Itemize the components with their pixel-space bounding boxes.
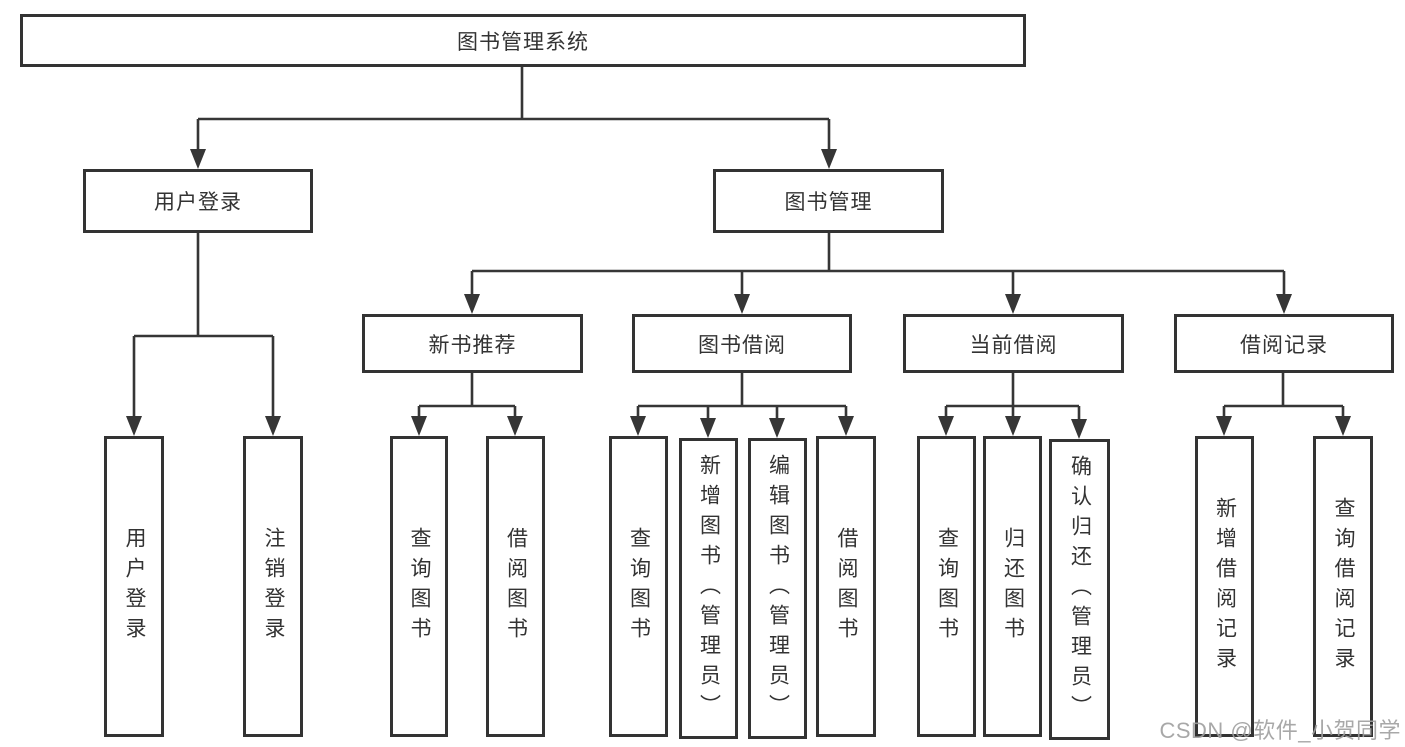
node-book-borrow: 图书借阅: [632, 314, 852, 373]
node-user-login-label: 用户登录: [154, 191, 242, 214]
node-root-label: 图书管理系统: [457, 30, 589, 54]
leaf-bb-add: 新增图书（管理员）: [679, 438, 738, 739]
connector-user-login-children: [126, 233, 281, 436]
leaf-cb-return-label: 归还图书: [1001, 526, 1025, 647]
leaf-nb-borrow: 借阅图书: [486, 436, 545, 737]
connector-book-borrow-children: [630, 373, 854, 438]
node-book-mgmt: 图书管理: [713, 169, 944, 233]
leaf-nb-query: 查询图书: [390, 436, 448, 737]
connector-new-books-children: [411, 373, 523, 436]
leaf-br-query: 查询借阅记录: [1313, 436, 1373, 737]
leaf-bb-query: 查询图书: [609, 436, 668, 737]
node-root: 图书管理系统: [20, 14, 1026, 67]
leaf-bb-borrow-label: 借阅图书: [835, 526, 859, 647]
node-new-books: 新书推荐: [362, 314, 583, 373]
connector-current-borrow-children: [938, 373, 1087, 439]
leaf-cb-query: 查询图书: [917, 436, 976, 737]
node-borrow-records: 借阅记录: [1174, 314, 1394, 373]
leaf-br-add-label: 新增借阅记录: [1213, 496, 1237, 677]
leaf-br-add: 新增借阅记录: [1195, 436, 1254, 737]
leaf-bb-query-label: 查询图书: [627, 526, 651, 647]
node-current-borrow: 当前借阅: [903, 314, 1124, 373]
leaf-user-login: 用户登录: [104, 436, 164, 737]
leaf-cb-query-label: 查询图书: [935, 526, 959, 647]
node-borrow-records-label: 借阅记录: [1240, 333, 1328, 357]
connector-borrow-records-children: [1216, 373, 1351, 436]
leaf-nb-query-label: 查询图书: [408, 526, 432, 647]
connector-book-mgmt-children: [464, 233, 1292, 314]
node-new-books-label: 新书推荐: [428, 333, 517, 357]
node-current-borrow-label: 当前借阅: [969, 333, 1058, 357]
leaf-br-query-label: 查询借阅记录: [1332, 496, 1356, 677]
node-book-mgmt-label: 图书管理: [784, 191, 873, 214]
leaf-logout: 注销登录: [243, 436, 303, 737]
connector-root-to-level2: [190, 67, 837, 169]
leaf-cb-return: 归还图书: [983, 436, 1042, 737]
node-user-login: 用户登录: [83, 169, 313, 233]
leaf-user-login-label: 用户登录: [123, 526, 147, 647]
leaf-cb-confirm-label: 确认归还（管理员）: [1068, 454, 1092, 725]
csdn-watermark: CSDN @软件_小贺同学: [1159, 718, 1401, 743]
node-book-borrow-label: 图书借阅: [698, 333, 786, 357]
leaf-bb-edit-label: 编辑图书（管理员）: [766, 453, 790, 724]
leaf-bb-edit: 编辑图书（管理员）: [748, 438, 807, 739]
leaf-bb-borrow: 借阅图书: [816, 436, 876, 737]
leaf-nb-borrow-label: 借阅图书: [504, 526, 528, 647]
leaf-logout-label: 注销登录: [262, 526, 286, 647]
leaf-cb-confirm: 确认归还（管理员）: [1049, 439, 1110, 740]
leaf-bb-add-label: 新增图书（管理员）: [697, 453, 721, 724]
